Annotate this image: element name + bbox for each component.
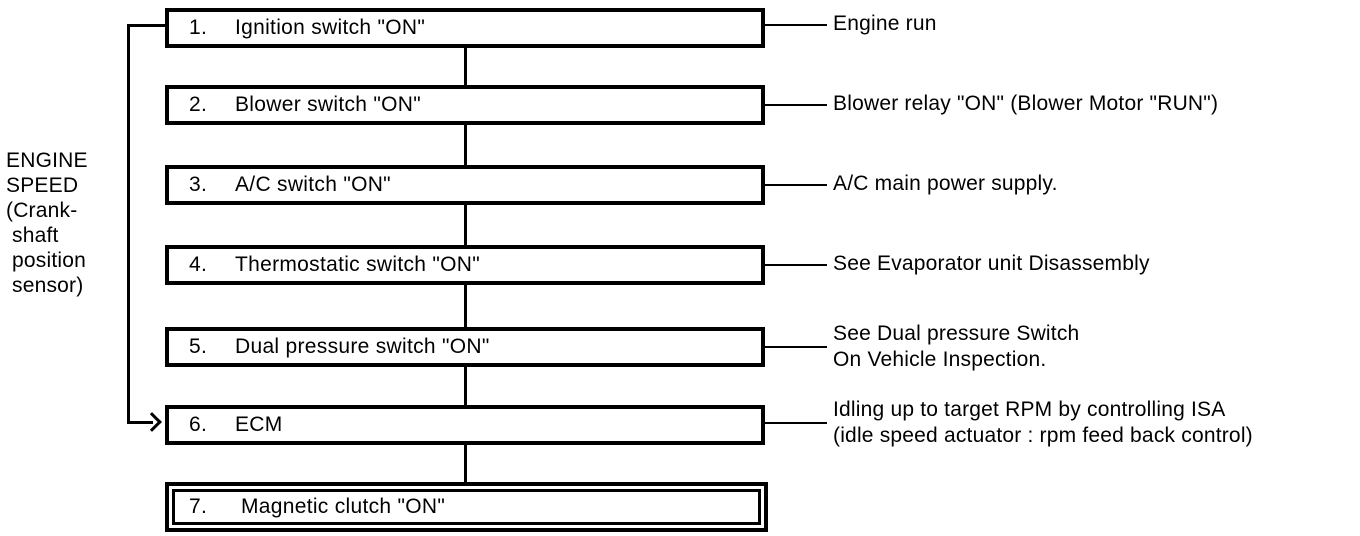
connector-line — [464, 48, 467, 85]
engine-speed-label-line: sensor) — [12, 274, 84, 297]
feedback-arrowhead-icon — [142, 412, 162, 432]
step-box-ignition-switch: 1. Ignition switch "ON" — [165, 8, 765, 48]
connector-line — [464, 445, 467, 482]
step-label: Blower switch "ON" — [235, 93, 422, 116]
step-box-thermostatic-switch: 4. Thermostatic switch "ON" — [165, 245, 765, 285]
connector-line — [464, 205, 467, 245]
engine-speed-label-line: (Crank- — [6, 199, 78, 222]
annotation-evaporator-unit: See Evaporator unit Disassembly — [833, 251, 1150, 277]
step-label: Ignition switch "ON" — [235, 16, 426, 39]
step-number: 7. — [189, 495, 208, 518]
step-box-blower-switch: 2. Blower switch "ON" — [165, 85, 765, 125]
annotation-line: Blower relay "ON" (Blower Motor "RUN") — [833, 92, 1219, 115]
step-number: 6. — [189, 413, 208, 436]
step-label: Magnetic clutch "ON" — [241, 495, 446, 518]
connector-line — [464, 125, 467, 165]
step-number: 2. — [189, 93, 208, 116]
annotation-line: On Vehicle Inspection. — [833, 348, 1047, 371]
annotation-line: A/C main power supply. — [833, 172, 1058, 195]
engine-speed-label: ENGINE SPEED (Crank- shaft position sens… — [6, 148, 88, 298]
step-box-dual-pressure-switch: 5. Dual pressure switch "ON" — [165, 327, 765, 367]
annotation-line: Engine run — [833, 12, 937, 35]
leader-line — [765, 104, 827, 106]
annotation-dual-pressure-inspection: See Dual pressure Switch On Vehicle Insp… — [833, 321, 1079, 373]
step-label: A/C switch "ON" — [235, 173, 391, 196]
feedback-line-bottom — [127, 421, 153, 424]
annotation-line: (idle speed actuator : rpm feed back con… — [833, 424, 1253, 447]
engine-speed-label-line: SPEED — [6, 174, 79, 197]
step-box-ac-switch: 3. A/C switch "ON" — [165, 165, 765, 205]
step-number: 5. — [189, 335, 208, 358]
leader-line — [765, 184, 827, 186]
annotation-line: See Evaporator unit Disassembly — [833, 252, 1150, 275]
engine-speed-label-line: ENGINE — [6, 149, 88, 172]
annotation-line: Idling up to target RPM by controlling I… — [833, 398, 1226, 421]
engine-speed-label-line: position — [12, 249, 86, 272]
annotation-ac-main-power: A/C main power supply. — [833, 171, 1058, 197]
step-label: Thermostatic switch "ON" — [235, 253, 480, 276]
leader-line — [765, 422, 827, 424]
step-number: 3. — [189, 173, 208, 196]
leader-line — [765, 264, 827, 266]
feedback-line-top — [127, 24, 167, 27]
step-label: Dual pressure switch "ON" — [235, 335, 490, 358]
connector-line — [464, 285, 467, 327]
annotation-idling-target-rpm: Idling up to target RPM by controlling I… — [833, 397, 1253, 449]
leader-line — [765, 24, 827, 26]
step-number: 4. — [189, 253, 208, 276]
annotation-blower-relay: Blower relay "ON" (Blower Motor "RUN") — [833, 91, 1218, 117]
annotation-line: See Dual pressure Switch — [833, 322, 1080, 345]
annotation-engine-run: Engine run — [833, 11, 937, 37]
engine-speed-label-line: shaft — [12, 224, 59, 247]
leader-line — [765, 346, 827, 348]
step-box-magnetic-clutch: 7. Magnetic clutch "ON" — [165, 482, 768, 532]
step-label: ECM — [235, 413, 283, 436]
step-number: 1. — [189, 16, 208, 39]
step-box-inner-frame: 7. Magnetic clutch "ON" — [172, 489, 761, 525]
connector-line — [464, 367, 467, 405]
step-box-ecm: 6. ECM — [165, 405, 765, 445]
feedback-line-vertical — [127, 24, 130, 424]
